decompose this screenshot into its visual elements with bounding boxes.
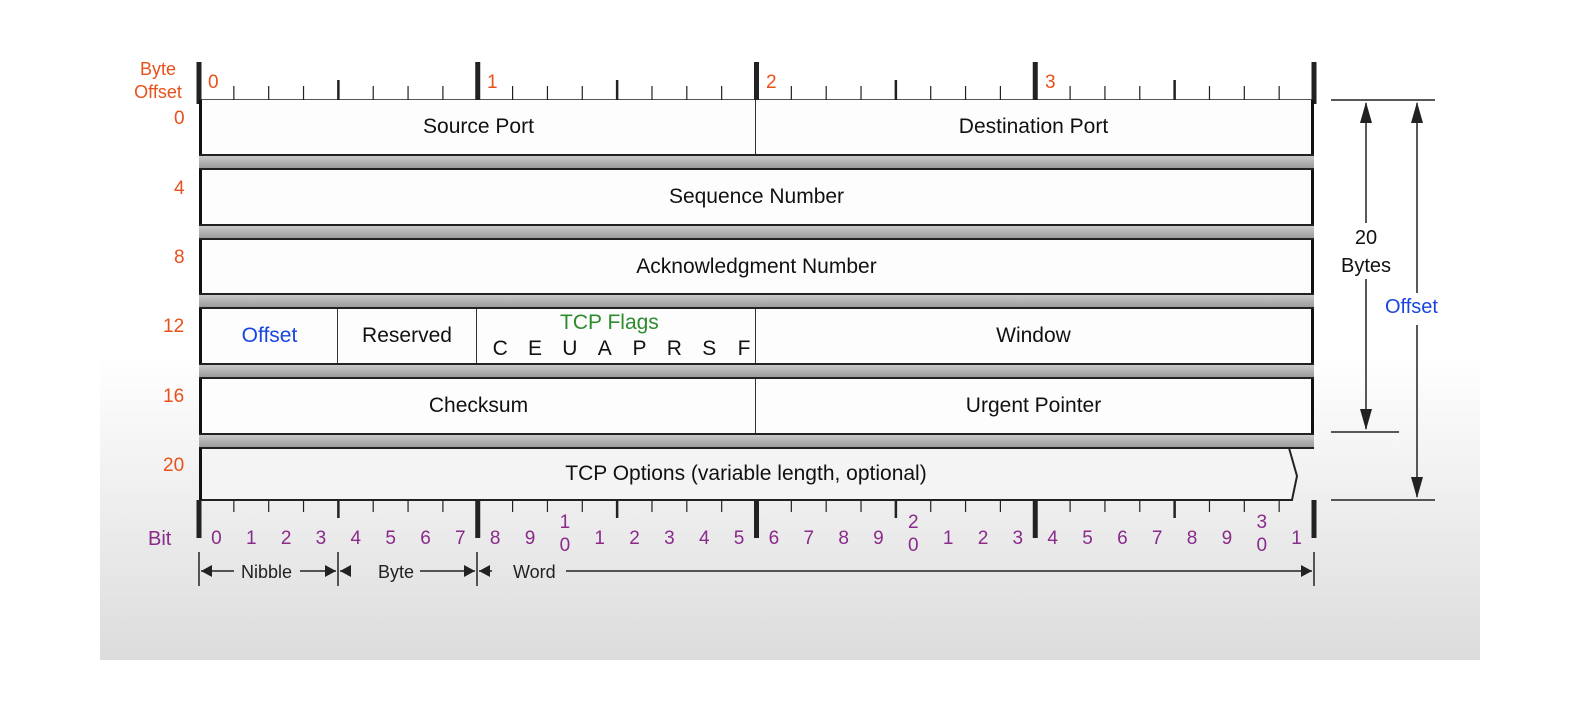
bit-number: 4	[350, 528, 362, 549]
bit-number: 7	[803, 528, 815, 549]
bit-number: 3	[1012, 528, 1024, 549]
bit-number: 7	[455, 528, 466, 549]
reserved-field: Reserved	[338, 309, 477, 363]
bit-number: 9	[524, 528, 536, 549]
bit-number: 1	[245, 528, 257, 549]
tcp-flag-f: F	[737, 337, 751, 360]
separator-row-4	[199, 363, 1314, 379]
header-size-label: 20 Bytes	[1336, 224, 1396, 280]
bit-number: 7	[1151, 528, 1163, 549]
row-offset-8: 8	[174, 247, 185, 268]
bit-number: 9	[1221, 528, 1233, 549]
byte-marker-1: 1	[487, 72, 498, 93]
tcp-flag-r: R	[666, 337, 682, 360]
ack-number-field: Acknowledgment Number	[199, 240, 1314, 293]
byte-marker-0: 0	[208, 72, 219, 93]
bit-number: 6	[1117, 528, 1128, 549]
bit-number: 4	[1047, 528, 1058, 549]
offset-field: Offset	[199, 309, 338, 363]
bit-number: 8	[489, 528, 501, 549]
header-size-brackets	[1331, 99, 1435, 501]
bit-number: 4	[698, 528, 710, 549]
bit-number: 9	[873, 528, 884, 549]
reserved-label: Reserved	[362, 324, 452, 347]
header-size-line1: 20	[1354, 227, 1378, 249]
checksum-field: Checksum	[199, 379, 756, 433]
bit-number: 6	[420, 528, 431, 549]
window-label: Window	[996, 324, 1071, 347]
top-ruler	[196, 62, 1317, 104]
window-field: Window	[756, 309, 1314, 363]
sequence-number-field: Sequence Number	[199, 170, 1314, 224]
offset-field-label: Offset	[241, 324, 298, 347]
row-offset-16: 16	[163, 386, 185, 407]
tcp-flag-a: A	[597, 337, 612, 360]
tcp-flag-e: E	[528, 337, 543, 360]
sequence-number-label: Sequence Number	[668, 185, 845, 208]
tcp-flag-p: P	[632, 337, 647, 360]
row-offset-0: 0	[174, 108, 185, 129]
row-offset-4: 4	[174, 178, 185, 199]
bit-number: 1	[1291, 528, 1302, 549]
separator-row-2	[199, 224, 1314, 240]
bit-number: 5	[385, 528, 396, 549]
row-offset-20: 20	[163, 455, 185, 476]
urgent-pointer-field: Urgent Pointer	[756, 379, 1314, 433]
byte-offset-label: Byte Offset	[128, 58, 188, 104]
bit-scale-arrows	[198, 552, 1315, 586]
tcp-flag-u: U	[562, 337, 578, 360]
separator-row-5	[199, 433, 1314, 449]
bit-number: 3	[315, 528, 327, 549]
byte-offset-label-line2: Offset	[134, 82, 182, 102]
diagram-canvas: Byte Offset 0 1 2 3 0 4 8 12 16 20 Sourc…	[100, 0, 1480, 660]
byte-marker-3: 3	[1045, 72, 1056, 93]
row-offset-12: 12	[163, 316, 185, 337]
bit-number: 5	[733, 528, 745, 549]
bit-number: 2	[629, 528, 640, 549]
tcp-options-label: TCP Options (variable length, optional)	[565, 462, 927, 485]
source-port-field: Source Port	[199, 100, 756, 154]
byte-offset-label-line1: Byte	[139, 59, 177, 79]
bit-number: 3	[664, 528, 675, 549]
header-size-line2: Bytes	[1340, 255, 1392, 277]
separator-row-3	[199, 293, 1314, 309]
byte-marker-2: 2	[766, 72, 777, 93]
bit-number: 2	[977, 528, 989, 549]
bit-number: 2	[280, 528, 292, 549]
bit-number: 1	[942, 528, 954, 549]
tcp-flags-label: TCP Flags	[560, 311, 659, 334]
nibble-label: Nibble	[241, 562, 293, 582]
bit-number: 6	[768, 528, 780, 549]
bit-number: 1	[594, 528, 605, 549]
separator-row-1	[199, 154, 1314, 170]
bit-number: 8	[1186, 528, 1198, 549]
tcp-flag-c: C	[492, 337, 508, 360]
tcp-flag-s: S	[702, 337, 717, 360]
urgent-pointer-label: Urgent Pointer	[965, 394, 1102, 417]
bit-number: 8	[838, 528, 849, 549]
bit-number: 5	[1082, 528, 1093, 549]
bottom-ruler	[196, 500, 1317, 538]
data-offset-label: Offset	[1385, 296, 1438, 318]
tcp-options-field	[199, 448, 1299, 501]
tcp-flags-field	[477, 309, 756, 363]
word-label: Word	[513, 562, 556, 582]
bit-number: 0	[211, 528, 222, 549]
bit-label: Bit	[148, 528, 172, 550]
destination-port-field: Destination Port	[756, 100, 1314, 154]
ack-number-label: Acknowledgment Number	[636, 254, 877, 278]
destination-port-label: Destination Port	[958, 115, 1109, 138]
byte-label: Byte	[378, 562, 415, 582]
source-port-label: Source Port	[423, 115, 534, 138]
checksum-label: Checksum	[428, 394, 529, 417]
